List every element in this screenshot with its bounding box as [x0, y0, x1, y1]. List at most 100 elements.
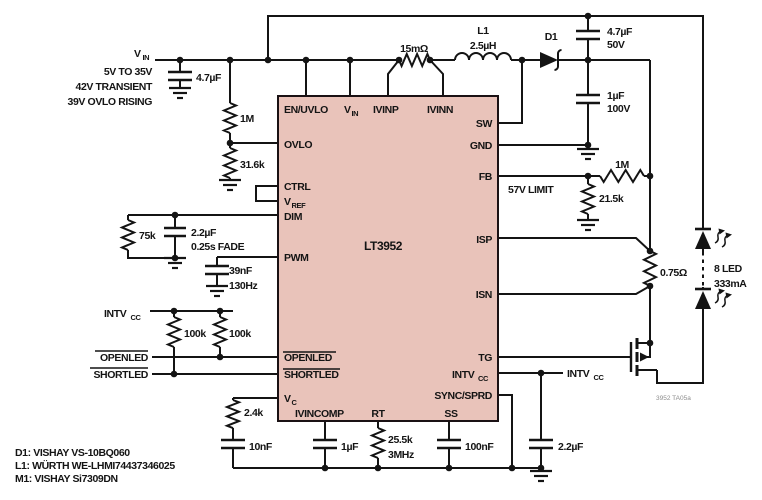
wire-ctrl-vref-jumper [255, 185, 278, 202]
led-current-label: 333mA [714, 278, 747, 290]
feedback-section: 57V LIMIT 1M 21.5k [508, 159, 645, 215]
led-2 [695, 287, 732, 309]
bom-notes: D1: VISHAY VS-10BQ060 L1: WÜRTH WE-LHMI7… [15, 447, 176, 485]
capacitor-ss-value: 100nF [465, 441, 494, 453]
note-l1: L1: WÜRTH WE-LHMI74437346025 [15, 459, 175, 472]
inductor-l1: L1 2.5µH [454, 25, 512, 61]
pin-label-fb: FB [479, 171, 493, 183]
pin-label-sync-sprd: SYNC/SPRD [434, 390, 492, 402]
ground-bottom-rail [530, 469, 552, 483]
net-label-vin: V [134, 48, 141, 60]
resistor-fb-top: 1M [599, 159, 645, 184]
resistor-dim: 75k [119, 219, 156, 251]
net-label-intvcc-right: INTV [567, 368, 590, 380]
wire-dim-r-stubs [127, 215, 175, 259]
wire-ivinp-tap [387, 59, 400, 96]
pin-label-ivinn: IVINN [427, 104, 453, 116]
pin-label-gnd: GND [470, 140, 493, 152]
pin-label-vc-sub: C [292, 398, 298, 407]
net-label-intvcc-left-sub: CC [131, 313, 142, 322]
resistor-led-sense-value: 0.75Ω [660, 267, 687, 279]
pin-label-isp: ISP [476, 234, 492, 246]
resistor-fb-bottom-value: 21.5k [599, 193, 624, 205]
pin-label-dim: DIM [284, 211, 303, 223]
mosfet-body-arrow [640, 352, 649, 362]
net-label-intvcc-right-sub: CC [594, 373, 605, 382]
pwm-network: 39nF 130Hz [205, 264, 258, 292]
led-light-arrows [714, 228, 732, 248]
resistor-vc [224, 399, 242, 430]
input-note-transient: 42V TRANSIENT [76, 81, 153, 93]
diode-d1-ref: D1 [545, 31, 558, 43]
resistor-uvlo-top: 1M [221, 102, 255, 134]
input-section: V IN 5V TO 35V 42V TRANSIENT 39V OVLO RI… [68, 48, 265, 179]
net-label-shortled: SHORTLED [93, 369, 148, 381]
inductor-l1-value: 2.5µH [470, 40, 496, 52]
resistor-uvlo-bottom: 31.6k [221, 147, 265, 179]
ic-part-number: LT3952 [364, 239, 403, 253]
resistor-rt-freq: 3MHz [388, 449, 414, 461]
resistor-uvlo-bottom-value: 31.6k [240, 159, 265, 171]
pin-label-ovlo: OVLO [284, 139, 312, 151]
wire-top-rail-to-led [267, 15, 704, 229]
pin-label-vref-sub: REF [292, 201, 307, 210]
net-label-openled: OPENLED [100, 352, 149, 364]
capacitor-dim-value: 2.2µF [191, 227, 217, 239]
pin-label-openled: OPENLED [284, 352, 333, 364]
capacitor-output-2-voltage: 100V [607, 103, 630, 115]
intvcc-network: 2.2µF INTV CC [529, 368, 605, 453]
feedback-limit-note: 57V LIMIT [508, 184, 554, 196]
wires [127, 15, 704, 471]
rt-network: 25.5k 3MHz [369, 427, 414, 461]
resistor-uvlo-top-value: 1M [240, 113, 254, 125]
ground-uvlo-divider [219, 178, 241, 192]
resistor-vc-value: 2.4k [244, 407, 263, 419]
pin-label-vin: V [344, 104, 351, 116]
pin-label-pwm: PWM [284, 252, 309, 264]
dim-network: 75k 2.2µF 0.25s FADE [119, 219, 245, 253]
ground-fb-divider [577, 218, 599, 232]
resistor-led-sense: 0.75Ω [641, 250, 687, 287]
pin-label-ivincomp: IVINCOMP [295, 408, 344, 420]
resistor-input-sense: 15mΩ [398, 43, 431, 69]
resistor-pullup-1: 100k [165, 316, 207, 348]
inductor-l1-ref: L1 [477, 25, 489, 37]
led-count-label: 8 LED [714, 263, 743, 275]
pin-label-shortled: SHORTLED [284, 369, 339, 381]
capacitor-output-2: 1µF 100V [576, 90, 631, 115]
resistor-dim-value: 75k [139, 230, 156, 242]
capacitor-output-1-value: 4.7µF [607, 26, 633, 38]
ic-lt3952: LT3952 EN/UVLO V IN IVINP IVINN OVLO CTR… [277, 95, 499, 422]
capacitor-output-1-voltage: 50V [607, 39, 625, 51]
pin-label-rt: RT [371, 408, 385, 420]
net-label-vin-sub: IN [143, 53, 150, 62]
power-stage: 15mΩ L1 2.5µH D1 4.7µF 50V 1µF 100V [398, 25, 633, 115]
input-note-ovlo: 39V OVLO RISING [68, 96, 153, 108]
pin-label-ivinp: IVINP [373, 104, 399, 116]
figure-watermark: 3952 TA05a [656, 395, 691, 402]
wire-isp [498, 237, 651, 252]
capacitor-dim-fade-note: 0.25s FADE [191, 241, 245, 253]
wire-sw [498, 60, 523, 124]
wire-sync-sprd [498, 394, 513, 468]
resistor-rt [369, 427, 387, 459]
junction-dots [170, 12, 654, 472]
mosfet-m1 [629, 338, 657, 376]
resistor-input-sense-value: 15mΩ [400, 43, 428, 55]
capacitor-vc-value: 10nF [249, 441, 273, 453]
pin-label-en-uvlo: EN/UVLO [284, 104, 328, 116]
note-d1: D1: VISHAY VS-10BQ060 [15, 447, 130, 459]
ground-input-cap [169, 86, 191, 100]
capacitor-input-value: 4.7µF [196, 72, 222, 84]
capacitor-dim: 2.2µF 0.25s FADE [164, 226, 245, 253]
ic-body [277, 95, 499, 422]
capacitor-pwm-value: 39nF [229, 265, 253, 277]
pin-label-tg: TG [478, 352, 492, 364]
diode-d1: D1 [540, 31, 562, 71]
capacitor-output-1: 4.7µF 50V [576, 26, 633, 51]
resistor-fb-bottom: 21.5k [579, 183, 624, 215]
input-note-range: 5V TO 35V [104, 66, 153, 78]
led-light-arrows [714, 288, 732, 308]
pin-label-ctrl: CTRL [284, 181, 311, 193]
